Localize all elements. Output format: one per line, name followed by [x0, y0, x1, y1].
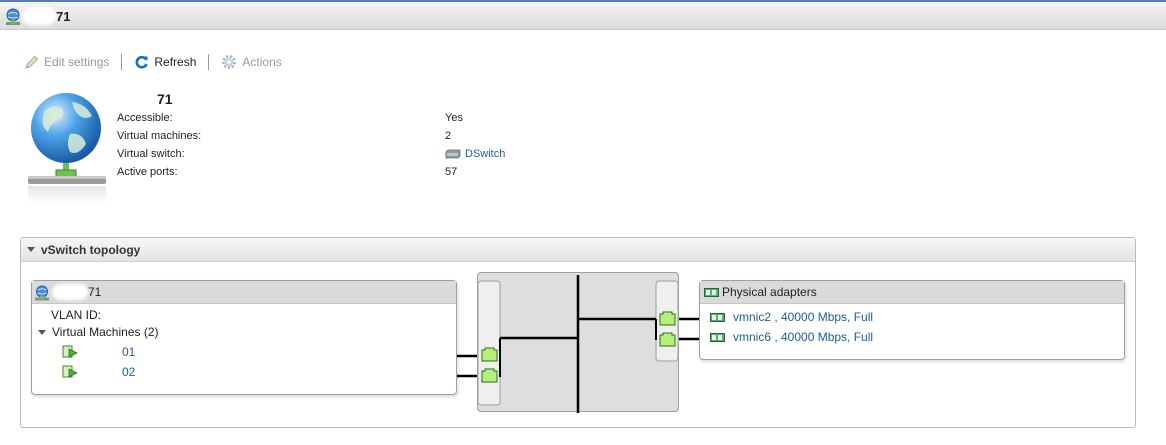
port-icon [659, 332, 676, 347]
switch-icon [445, 149, 461, 159]
vm-icon [62, 345, 78, 358]
nic-icon [710, 312, 725, 322]
nic-icon [710, 332, 725, 342]
port-group-header: 71 [32, 281, 456, 304]
physical-adapters-header: Physical adapters [700, 281, 1124, 304]
physical-adapters-title: Physical adapters [722, 285, 817, 299]
dswitch-link[interactable]: DSwitch [465, 148, 506, 160]
vm-list-item[interactable]: 02 [62, 364, 135, 380]
topology-panel-header[interactable]: vSwitch topology [21, 238, 1135, 262]
window-title: 71 [56, 9, 71, 24]
nic-icon [704, 288, 719, 297]
refresh-button[interactable]: Refresh [134, 55, 196, 70]
port-group-card[interactable]: 71 VLAN ID: Virtual Machines (2) 01 02 [31, 280, 457, 395]
refresh-icon [135, 55, 149, 68]
virtual-switch-diagram [477, 272, 679, 413]
nic-label[interactable]: vmnic2 , 40000 Mbps, Full [733, 310, 874, 324]
gear-icon [222, 55, 237, 69]
refresh-label: Refresh [154, 55, 197, 69]
edit-settings-button[interactable]: Edit settings [24, 55, 109, 70]
edit-settings-label: Edit settings [44, 55, 110, 69]
toolbar-divider [208, 54, 210, 70]
vm-link[interactable]: 01 [122, 345, 136, 359]
expand-caret-icon[interactable] [38, 329, 46, 335]
port-icon [481, 347, 498, 362]
port-group-icon [6, 8, 20, 25]
switch-wiring [477, 275, 679, 413]
topology-panel-title: vSwitch topology [41, 242, 141, 257]
vm-icon [62, 365, 78, 378]
prop-ports-label: Active ports: [117, 166, 178, 178]
collapse-caret-icon[interactable] [27, 247, 35, 252]
prop-ports-value: 57 [445, 166, 458, 178]
prop-switch-label: Virtual switch: [117, 148, 185, 160]
redacted-name [52, 284, 88, 300]
nic-list-item[interactable]: vmnic6 , 40000 Mbps, Full [710, 330, 873, 344]
prop-vms-value: 2 [445, 130, 452, 142]
physical-adapters-card[interactable]: Physical adapters vmnic2 , 40000 Mbps, F… [699, 280, 1125, 360]
prop-accessible-label: Accessible: [117, 112, 173, 124]
nic-list-item[interactable]: vmnic2 , 40000 Mbps, Full [710, 310, 873, 324]
toolbar-divider [121, 54, 123, 70]
port-icon [659, 311, 676, 326]
network-name: 71 [157, 91, 173, 107]
port-group-icon [35, 285, 49, 301]
globe-network-icon [28, 93, 106, 210]
vlan-id-label: VLAN ID: [51, 308, 102, 322]
vm-group-toggle[interactable]: Virtual Machines (2) [38, 325, 159, 339]
redacted-name [22, 7, 56, 25]
prop-switch-value[interactable]: DSwitch [445, 148, 505, 160]
nic-label[interactable]: vmnic6 , 40000 Mbps, Full [733, 330, 874, 344]
toolbar: Edit settings Refresh Actions [24, 52, 282, 72]
prop-vms-label: Virtual machines: [117, 130, 202, 142]
prop-accessible-value: Yes [445, 112, 463, 124]
actions-label: Actions [242, 55, 282, 69]
vm-link[interactable]: 02 [122, 365, 136, 379]
actions-button[interactable]: Actions [221, 54, 282, 70]
pencil-icon [25, 55, 39, 69]
title-bar: 71 [0, 0, 1166, 30]
port-group-name: 71 [88, 285, 102, 299]
vm-group-label: Virtual Machines (2) [52, 325, 159, 339]
vm-list-item[interactable]: 01 [62, 344, 135, 360]
port-icon [481, 368, 498, 383]
